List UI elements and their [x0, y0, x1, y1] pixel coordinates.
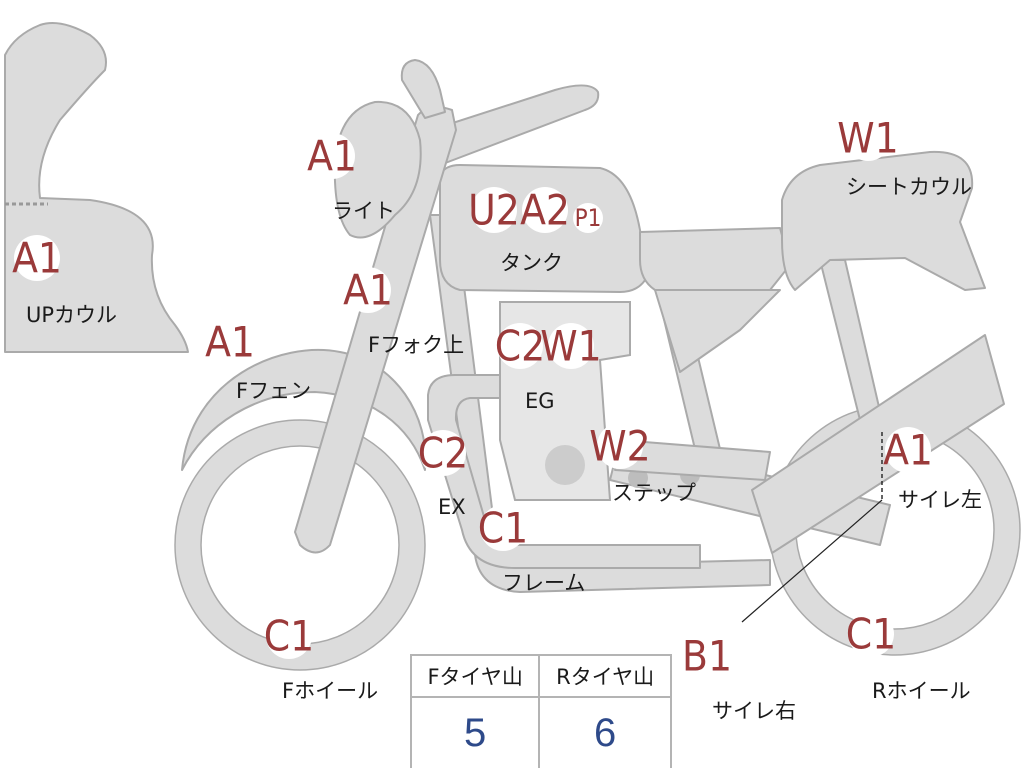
silencer-shape	[751, 334, 1005, 554]
tank-badge-u2[interactable]: U2	[468, 186, 520, 235]
f-fork-upper-label: Fフォク上	[368, 333, 464, 357]
tire-tread-table: Fタイヤ山 Rタイヤ山 5 6	[409, 654, 672, 768]
f-wheel-badge[interactable]: C1	[264, 612, 314, 661]
tank-code-u2: U2	[468, 186, 520, 235]
frame-badge[interactable]: C1	[478, 504, 528, 553]
step-peg-left	[628, 468, 648, 488]
r-wheel-code: C1	[846, 610, 896, 659]
front-tire-value[interactable]: 5	[409, 696, 541, 768]
f-fender-label: Fフェン	[236, 379, 311, 403]
rear-tire-header: Rタイヤ山	[538, 654, 672, 698]
rear-tire-value[interactable]: 6	[538, 696, 672, 768]
r-wheel-label: Rホイール	[872, 679, 971, 703]
seat-cowl-shape	[781, 150, 986, 291]
seat-cowl-code: W1	[837, 114, 898, 163]
tank-code-p1: P1	[575, 204, 602, 232]
light-code: A1	[307, 132, 357, 181]
up-cowl-code: A1	[12, 234, 62, 283]
tank-badge-p1[interactable]: P1	[573, 203, 603, 233]
tank-badge-a2[interactable]: A2	[520, 186, 570, 235]
mirror-shape	[400, 59, 446, 119]
exhaust-badge[interactable]: C2	[418, 429, 468, 478]
f-fork-upper-badge[interactable]: A1	[343, 266, 393, 315]
silencer-right-label: サイレ右	[712, 699, 796, 723]
engine-code-c2: C2	[495, 322, 545, 371]
up-cowl-label: UPカウル	[26, 303, 117, 327]
seat-cowl-badge[interactable]: W1	[837, 114, 898, 163]
silencer-left-badge[interactable]: A1	[883, 426, 933, 475]
frame-subframe-shape	[819, 259, 883, 421]
tank-code-a2: A2	[520, 186, 570, 235]
silencer-left-code: A1	[883, 426, 933, 475]
f-fork-upper-code: A1	[343, 266, 393, 315]
r-wheel-badge[interactable]: C1	[846, 610, 896, 659]
f-wheel-label: Fホイール	[282, 679, 378, 703]
light-badge[interactable]: A1	[307, 132, 357, 181]
tank-label: タンク	[500, 251, 563, 275]
f-fender-badge[interactable]: A1	[205, 318, 255, 367]
engine-code-w1: W1	[540, 322, 601, 371]
silencer-right-leader	[741, 499, 883, 623]
step-label: ステップ	[612, 481, 696, 505]
up-cowl-badge[interactable]: A1	[12, 234, 62, 283]
headlight-shape	[333, 100, 422, 239]
engine-badge-w1[interactable]: W1	[540, 322, 601, 371]
silencer-left-label: サイレ左	[898, 488, 982, 512]
exhaust-label: EX	[438, 495, 466, 519]
f-fender-code: A1	[205, 318, 255, 367]
f-wheel-code: C1	[264, 612, 314, 661]
engine-cover-shape	[545, 445, 585, 485]
seat-shape	[639, 227, 791, 291]
frame-code: C1	[478, 504, 528, 553]
exhaust-code: C2	[418, 429, 468, 478]
silencer-right-code: B1	[682, 632, 732, 681]
frame-label: フレーム	[502, 571, 585, 595]
front-tire-header: Fタイヤ山	[409, 654, 541, 698]
engine-label: EG	[525, 389, 555, 413]
step-code: W2	[589, 422, 650, 471]
light-label: ライト	[332, 199, 395, 223]
seat-cowl-label: シートカウル	[846, 175, 972, 199]
silencer-right-badge[interactable]: B1	[682, 632, 732, 681]
step-badge[interactable]: W2	[589, 422, 650, 471]
engine-badge-c2[interactable]: C2	[495, 322, 545, 371]
